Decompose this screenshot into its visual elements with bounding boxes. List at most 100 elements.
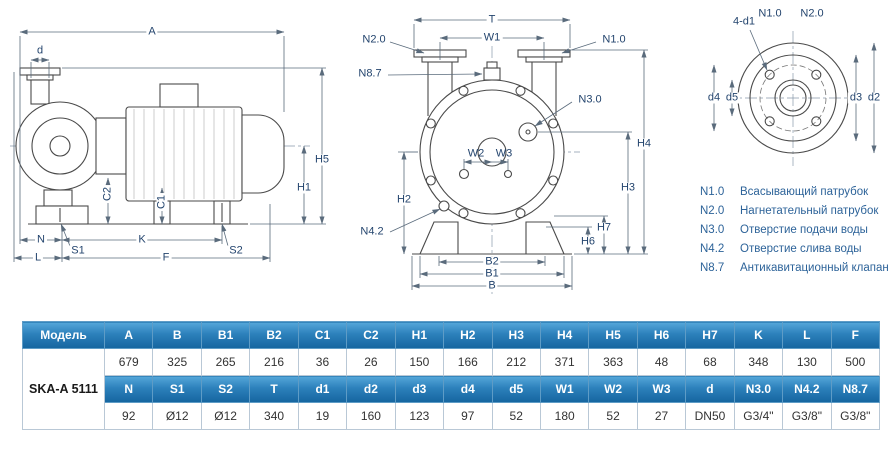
port-label-n8-7: N8.7 [358,67,382,80]
spec-value-cell: 19 [297,402,348,430]
dim-label-s1: S1 [69,244,87,257]
flange-view-drawing: N1.0 N2.0 4-d1 d4 d5 d3 d2 [698,6,888,170]
dim-label-f: F [160,251,172,264]
spec-value-cell: G3/4" [733,402,784,430]
spec-header-cell: H5 [588,321,638,349]
model-value-cell: SKA-A 5111 [22,348,105,430]
dim-label-w2: W2 [467,147,485,160]
spec-header-cell: d [685,375,735,403]
dim-label-h6: H6 [578,235,598,248]
spec-header-cell: N4.2 [782,375,832,403]
spec-header-cell: S2 [200,375,251,403]
front-view-art [387,17,648,294]
dim-label-h3: H3 [618,181,638,194]
dim-label-d2: d2 [865,91,883,104]
spec-value-cell: 52 [491,402,541,430]
spec-header-cell: H3 [491,321,541,349]
dim-label-c1: C1 [155,192,168,212]
dim-label-w1: W1 [481,31,503,44]
dim-label-h1: H1 [294,181,314,194]
spec-header-cell: W2 [588,375,638,403]
spec-value-cell: 26 [346,348,396,376]
spec-value-cell: 166 [443,348,493,376]
spec-value-cell: 265 [200,348,251,376]
spec-value-cell: 500 [830,348,881,376]
spec-value-cell: 180 [539,402,590,430]
spec-value-cell: 52 [588,402,638,430]
spec-value-cell: DN50 [685,402,735,430]
spec-header-cell: d4 [443,375,493,403]
spec-header-cell: H6 [636,321,687,349]
dim-label-k: K [136,233,148,246]
spec-header-cell: B2 [249,321,299,349]
ports-legend: N1.0 Всасывающий патрубок N2.0 Нагнетате… [700,186,893,281]
dim-label-d3: d3 [847,91,865,104]
spec-value-cell: Ø12 [152,402,202,430]
spec-value-cell: 130 [782,348,832,376]
legend-item-code: N3.0 [700,224,725,236]
dim-label-d5: d5 [723,91,741,104]
spec-header-cell: T [249,375,299,403]
spec-header-cell: N [103,375,154,403]
spec-value-cell: 160 [346,402,396,430]
model-column-header: Модель [22,321,105,349]
dim-label-t: T [486,13,498,26]
legend-item-code: N8.7 [700,262,725,274]
spec-value-cell: 27 [636,402,687,430]
legend-item: N8.7 Антикавитационный клапан [700,262,893,274]
spec-value-cell: 68 [685,348,735,376]
dim-label-s2: S2 [227,244,245,257]
spec-value-cell: 348 [733,348,784,376]
side-view-art [10,29,326,262]
spec-value-cell: 371 [539,348,590,376]
spec-header-cell: B1 [200,321,251,349]
legend-item-code: N2.0 [700,205,725,217]
dim-label-h7: H7 [594,221,614,234]
side-view-drawing: A d H5 H1 C2 C1 N S1 K S2 L F [8,12,338,282]
legend-item-text: Антикавитационный клапан [740,262,889,274]
dim-label-c2: C2 [101,184,114,204]
spec-header-cell: H7 [685,321,735,349]
port-label-n2-0-flange: N2.0 [800,7,824,20]
dim-label-h4: H4 [634,137,654,150]
legend-item: N1.0 Всасывающий патрубок [700,186,893,198]
spec-value-cell: 363 [588,348,638,376]
spec-value-cell: 679 [103,348,154,376]
spec-value-cell: 36 [297,348,348,376]
spec-header-cell: K [733,321,784,349]
legend-item-text: Всасывающий патрубок [740,186,869,198]
legend-item: N4.2 Отверстие слива воды [700,243,893,255]
spec-value-cell: 340 [249,402,299,430]
dim-label-d4: d4 [705,91,723,104]
spec-header-cell: F [830,321,881,349]
spec-header-cell: W1 [539,375,590,403]
spec-header-cell: L [782,321,832,349]
spec-header-cell: N8.7 [830,375,881,403]
spec-value-cell: 325 [152,348,202,376]
legend-item: N2.0 Нагнетательный патрубок [700,205,893,217]
legend-item-text: Отверстие слива воды [740,243,862,255]
dim-label-d: d [36,44,44,57]
dim-label-l: L [32,251,44,264]
spec-value-cell: 212 [491,348,541,376]
port-label-n1-0-flange: N1.0 [758,7,782,20]
legend-item-text: Отверстие подачи воды [740,224,868,236]
dim-label-n: N [35,233,47,246]
front-view-drawing: N2.0 T W1 N1.0 N8.7 N3.0 H2 W2 W3 H4 H3 … [340,4,655,296]
spec-value-cell: 216 [249,348,299,376]
legend-item-text: Нагнетательный патрубок [740,205,879,217]
dim-label-b: B [486,279,498,292]
spec-header-cell: d1 [297,375,348,403]
dim-label-4-d1: 4-d1 [730,15,758,28]
spec-header-cell: H4 [539,321,590,349]
legend-item-code: N4.2 [700,243,725,255]
spec-header-cell: N3.0 [733,375,784,403]
spec-header-cell: H2 [443,321,493,349]
port-label-n4-2: N4.2 [360,225,384,238]
